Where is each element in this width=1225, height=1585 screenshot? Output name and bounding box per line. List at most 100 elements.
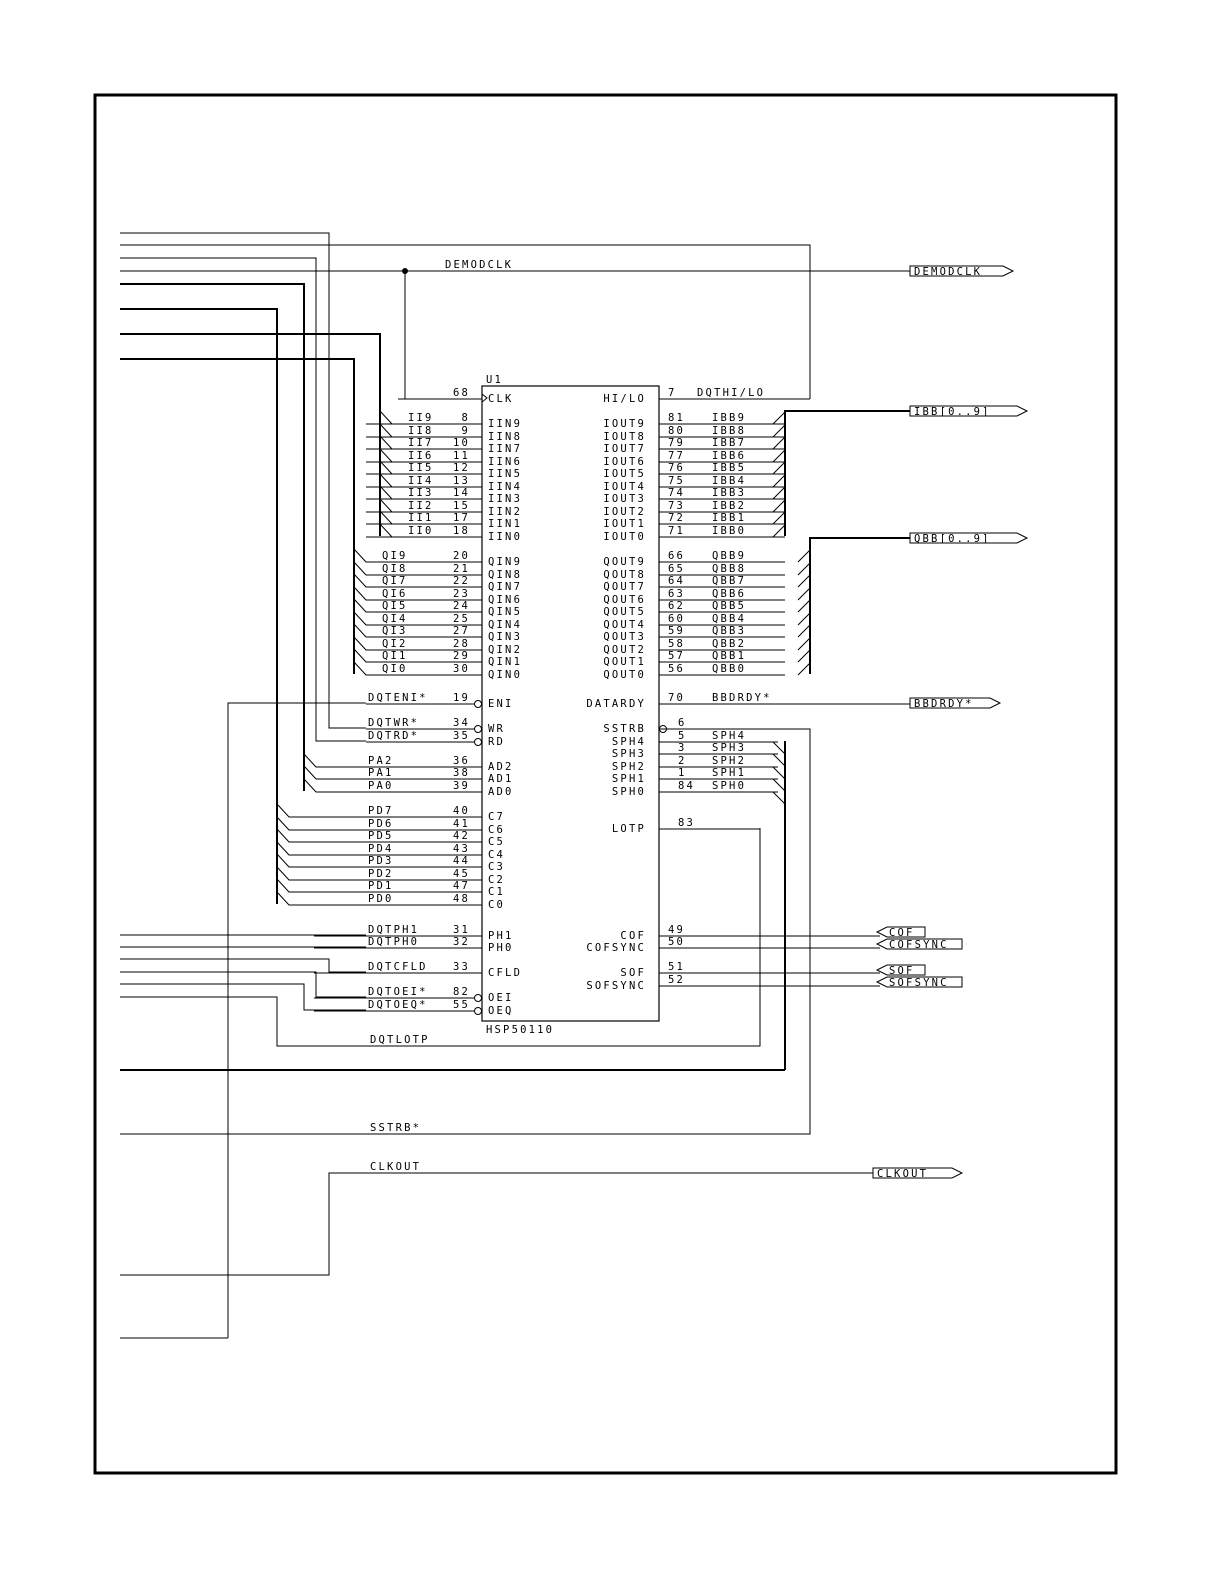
pin-number: 81: [668, 412, 685, 424]
pin-number: 56: [668, 663, 685, 675]
wire-dqtwr: [120, 232, 366, 729]
net-name: IBB5: [712, 462, 746, 474]
net-name: II5: [408, 462, 434, 474]
pin-number: 12: [453, 462, 470, 474]
net-name: DQTPH0: [368, 936, 419, 948]
bus-entry: [379, 523, 440, 538]
pin-name: QOUT4: [603, 619, 646, 631]
pin-number: 11: [453, 450, 470, 462]
pin-number: 79: [668, 437, 685, 449]
bus-entry: [379, 448, 440, 463]
pin-iout9: IOUT9 81 IBB9: [603, 412, 785, 430]
net-name: PD4: [368, 843, 394, 855]
inversion-bubble: [474, 994, 482, 1002]
pin-name: OEQ: [488, 1005, 514, 1017]
pin-number: 24: [453, 600, 470, 612]
inversion-bubble: [474, 700, 482, 708]
port-sof: SOF: [875, 964, 926, 977]
pin-name: IOUT9: [603, 418, 646, 430]
net-name: QBB3: [712, 625, 746, 637]
pin-name: QOUT3: [603, 631, 646, 643]
net-name: IBB4: [712, 475, 746, 487]
pin-number: 50: [668, 936, 685, 948]
net-name: QI8: [382, 563, 408, 575]
pin-number: 8: [461, 412, 470, 424]
net-name: DQTRD*: [368, 730, 419, 742]
pin-name: C4: [488, 849, 505, 861]
bus-entry: [772, 424, 786, 438]
wiring: [120, 232, 910, 1339]
net-label-demodclk: DEMODCLK: [445, 259, 513, 271]
net-name: QI3: [382, 625, 408, 637]
bus-entry: [772, 524, 786, 538]
bus-entry: [772, 411, 786, 425]
pin-number: 70: [668, 692, 685, 704]
pin-name: C0: [488, 899, 505, 911]
bus-entry: [772, 499, 786, 513]
pin-name: IIN5: [488, 468, 522, 480]
pin-number: 58: [668, 638, 685, 650]
pin-name: C1: [488, 886, 505, 898]
net-name: PA1: [368, 767, 394, 779]
net-name: DQTHI/LO: [697, 387, 765, 399]
net-name: QI0: [382, 663, 408, 675]
net-name: PD6: [368, 818, 394, 830]
pin-name: IOUT3: [603, 493, 646, 505]
bus-ibb: [784, 410, 910, 536]
wire-sstrb: [120, 728, 811, 1135]
pin-number: 25: [453, 613, 470, 625]
bus-entry: [353, 598, 440, 613]
pin-name: RD: [488, 736, 505, 748]
bus-entry: [772, 778, 786, 792]
pin-name: IOUT2: [603, 506, 646, 518]
ic-part-number: HSP50110: [486, 1024, 554, 1036]
pin-name: QOUT8: [603, 569, 646, 581]
pin-number: 72: [668, 512, 685, 524]
net-name: II8: [408, 425, 434, 437]
net-name: IBB7: [712, 437, 746, 449]
bus-qi: [120, 358, 355, 674]
bus-entry: [772, 753, 786, 767]
net-name: DQTWR*: [368, 717, 419, 729]
wire-demodclk-clk: [404, 271, 450, 400]
pin-name: SPH0: [612, 786, 646, 798]
pin-name: OEI: [488, 992, 514, 1004]
pin-number: 17: [453, 512, 470, 524]
net-name: DQTCFLD: [368, 961, 428, 973]
net-name: QI1: [382, 650, 408, 662]
pin-number: 65: [668, 563, 685, 575]
net-name: II1: [408, 512, 434, 524]
net-name: SPH0: [712, 780, 746, 792]
wire-dqtlotp: [120, 828, 761, 1047]
pin-name: IIN1: [488, 518, 522, 530]
bus-entry: [303, 778, 366, 793]
pin-number: 9: [461, 425, 470, 437]
pin-name: IOUT0: [603, 531, 646, 543]
net-name: SPH4: [712, 730, 746, 742]
net-label-sstrb: SSTRB*: [370, 1122, 421, 1134]
pin-name: SPH3: [612, 748, 646, 760]
port-sof-label: SOF: [889, 965, 915, 977]
net-name: PD0: [368, 893, 394, 905]
pin-name: IOUT1: [603, 518, 646, 530]
net-name: IBB6: [712, 450, 746, 462]
pin-name: C6: [488, 824, 505, 836]
net-name: IBB9: [712, 412, 746, 424]
port-clkout: CLKOUT: [872, 1167, 964, 1180]
wire-dqtoeq: [120, 983, 366, 1011]
pin-name: QIN4: [488, 619, 522, 631]
pin-name: IIN8: [488, 431, 522, 443]
port-cofsync: COFSYNC: [875, 938, 963, 951]
wire-dqteni: [227, 702, 366, 1338]
bus-entry: [379, 498, 440, 513]
